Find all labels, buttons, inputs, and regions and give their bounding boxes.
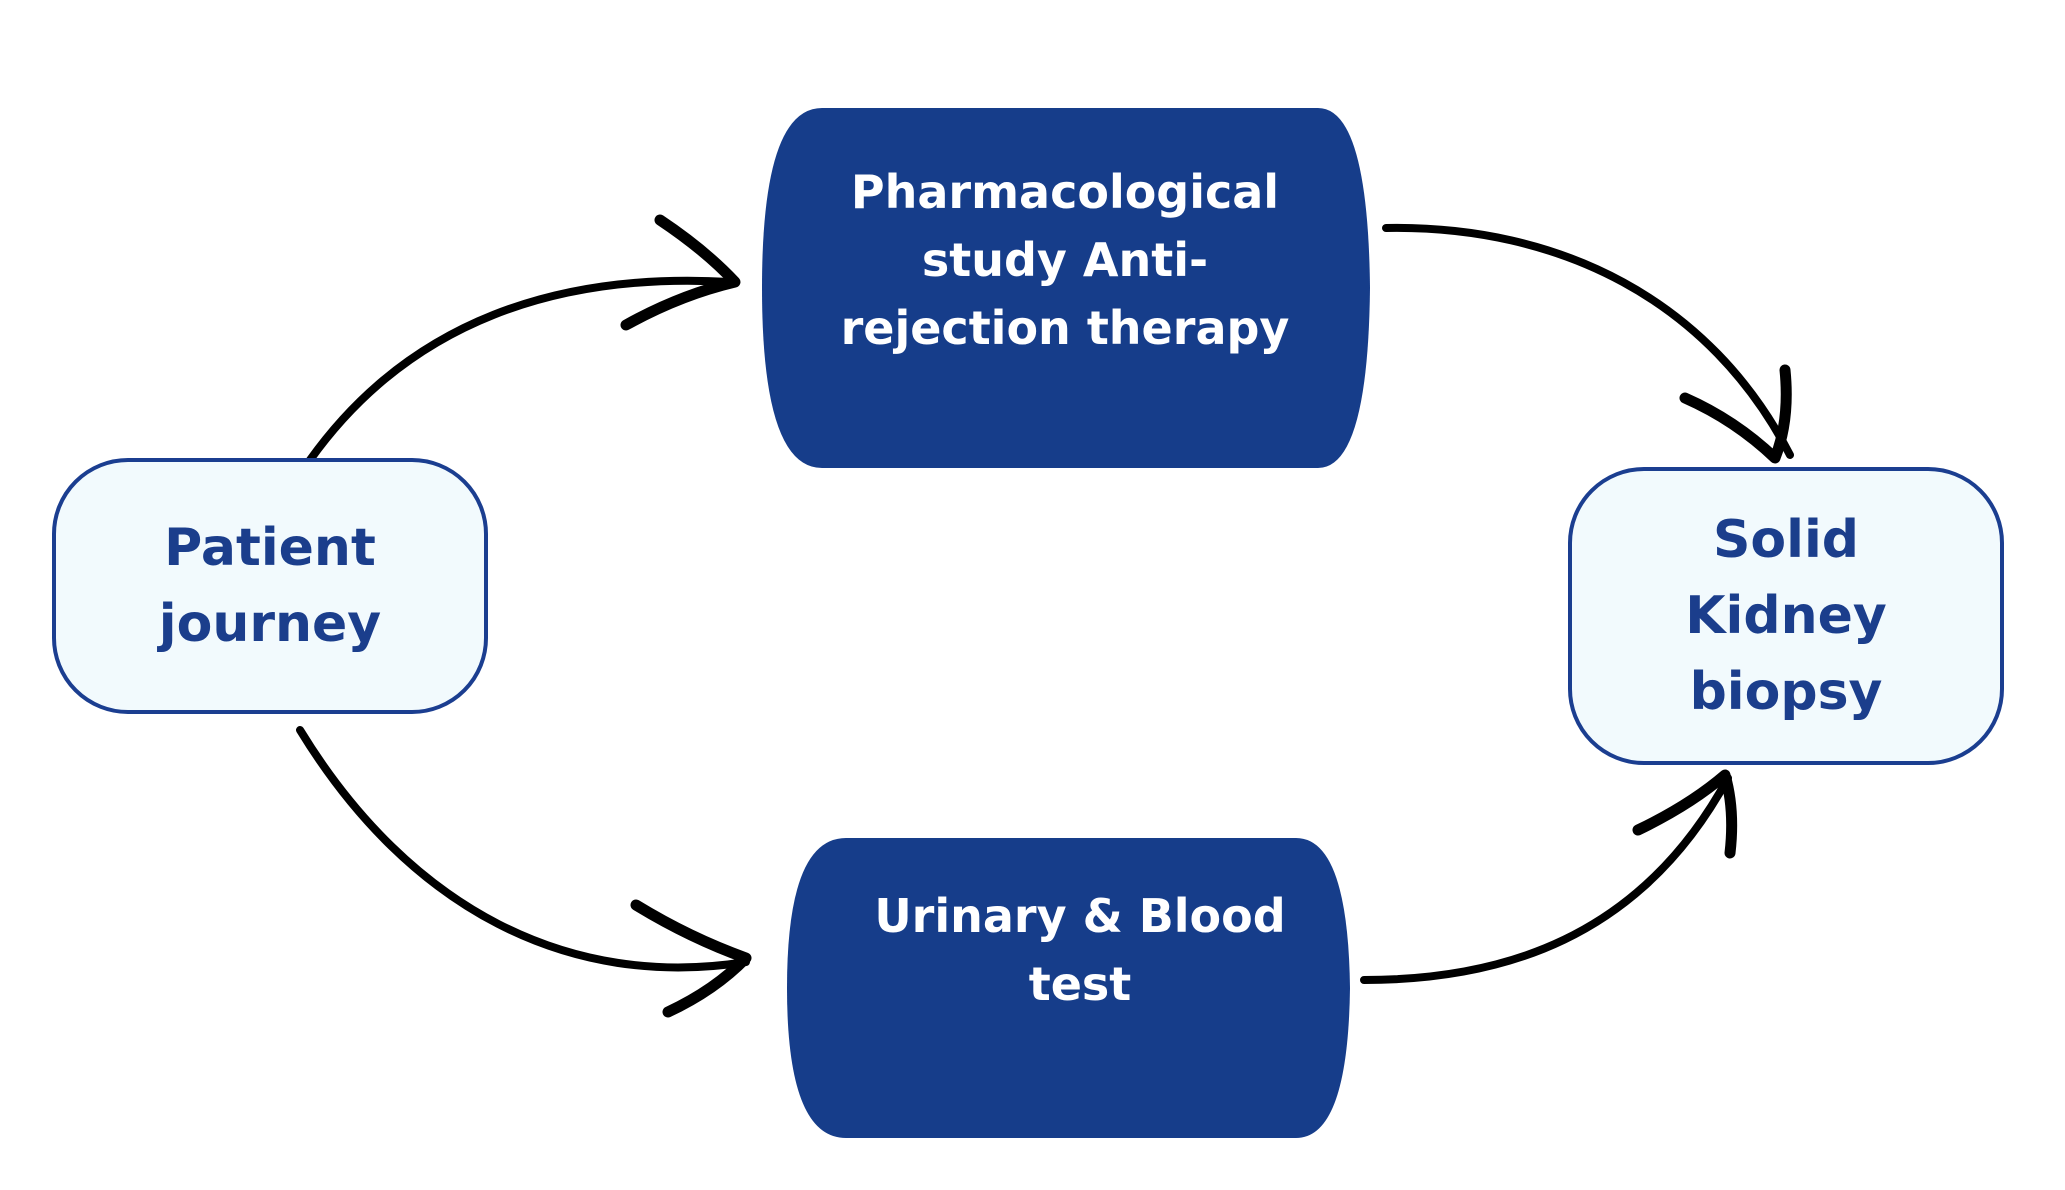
solid-kidney-biopsy-node[interactable]: Solid Kidney biopsy [1568, 467, 2004, 765]
arrow-urinary-to-kidney [1360, 774, 1732, 984]
urinary-blood-test-label: Urinary & Blood test [874, 889, 1286, 1011]
pharmacological-label: Pharmacological study Anti-rejection the… [840, 165, 1290, 355]
arrowhead-kidney-top [1679, 364, 1792, 464]
urinary-blood-test-node[interactable] [787, 838, 1350, 1138]
arrowhead-kidney-bottom [1632, 769, 1738, 859]
pharmacological-node-text: Pharmacological study Anti-rejection the… [820, 148, 1310, 378]
patient-journey-label: Patient journey [158, 518, 382, 654]
arrowhead-urinary [630, 899, 752, 1018]
arrow-pharmacological-to-kidney [1382, 223, 1794, 459]
urinary-node-text: Urinary & Blood test [820, 889, 1340, 1011]
patient-journey-node[interactable]: Patient journey [52, 458, 488, 714]
arrow-patient-to-pharmacological [306, 276, 734, 464]
solid-kidney-biopsy-label: Solid Kidney biopsy [1685, 510, 1887, 722]
arrow-patient-to-urinary [296, 726, 750, 972]
arrowhead-pharmacological [620, 214, 741, 331]
pharmacological-node[interactable] [762, 108, 1370, 468]
